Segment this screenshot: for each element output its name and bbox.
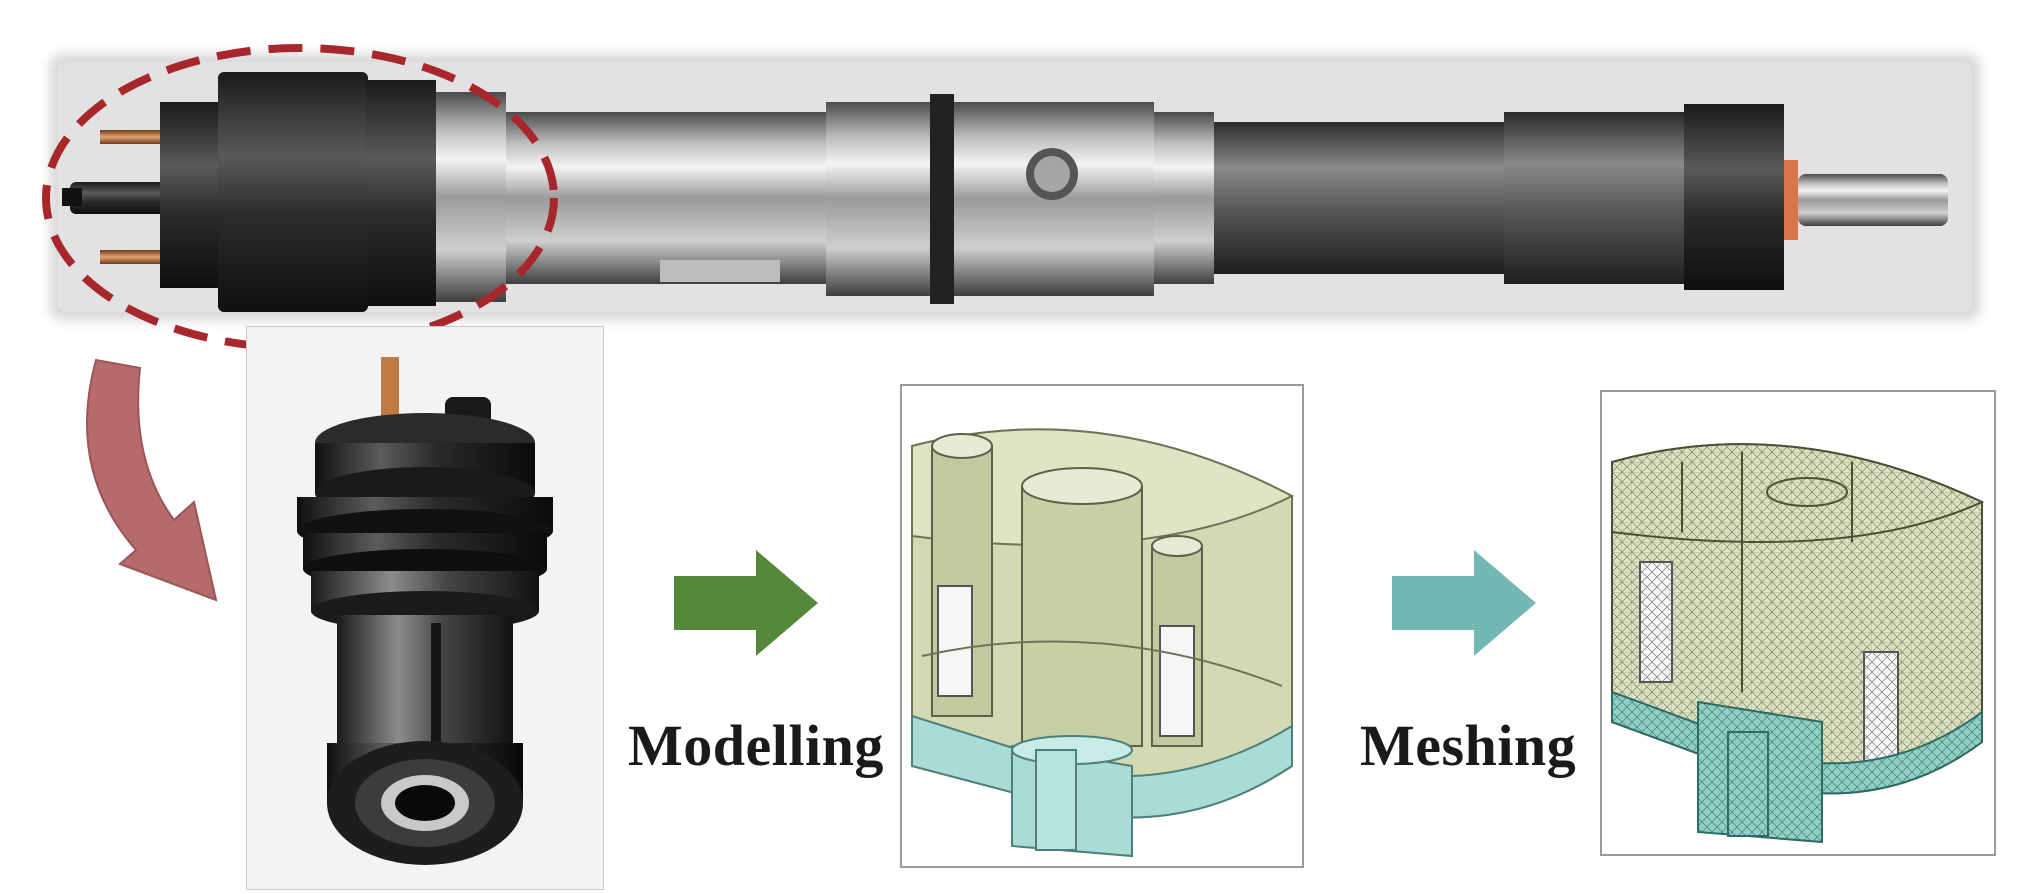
- modelling-label: Modelling: [628, 713, 884, 778]
- arrow-right-icon: [1392, 550, 1536, 656]
- component-photo-panel: [246, 326, 604, 890]
- mesh-model-panel: [1600, 390, 1996, 856]
- curved-arrow-icon: [86, 358, 218, 602]
- meshing-label: Meshing: [1360, 713, 1577, 778]
- dashed-ellipse-highlight: [42, 44, 558, 352]
- cad-model-panel: [900, 384, 1304, 868]
- arrow-right-icon: [674, 550, 818, 656]
